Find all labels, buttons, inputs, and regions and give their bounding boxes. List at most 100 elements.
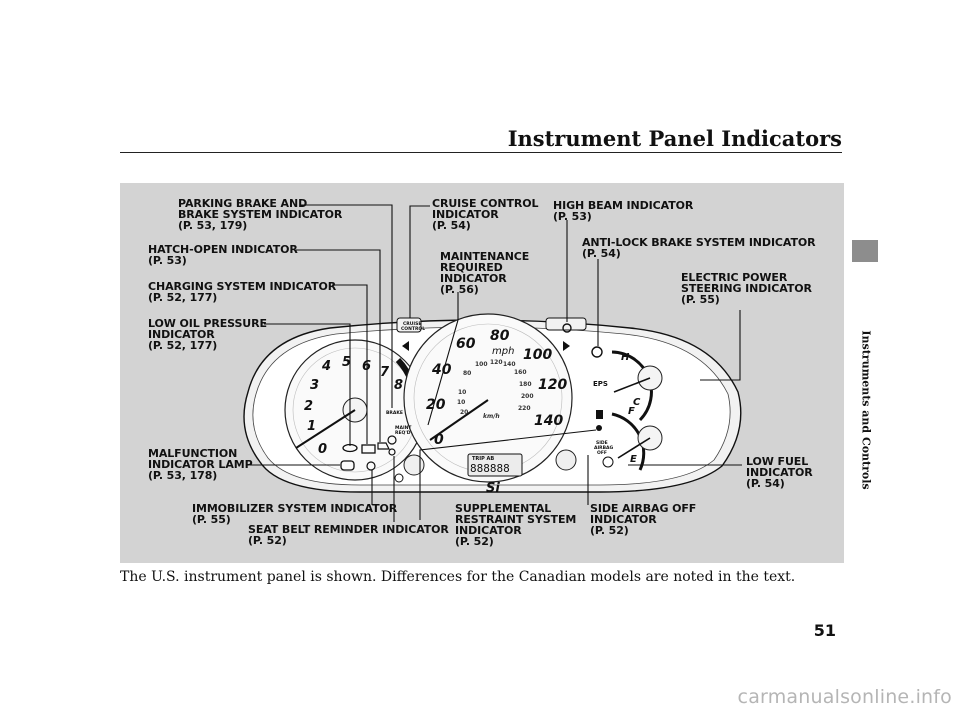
callout-immobilizer: IMMOBILIZER SYSTEM INDICATOR(P. 55) — [192, 502, 398, 526]
trip-label: TRIP AB — [472, 456, 494, 462]
callout-abs: ANTI-LOCK BRAKE SYSTEM INDICATOR(P. 54) — [582, 236, 816, 260]
leader-parking-brake — [300, 204, 393, 408]
kmh-num: 20 — [460, 409, 468, 416]
tach-num: 3 — [310, 378, 319, 393]
leader-maintenance — [427, 292, 459, 426]
brake-icon — [387, 435, 397, 445]
temp-h: H — [621, 352, 630, 363]
hatch-icon — [377, 442, 390, 450]
leader-eps — [700, 310, 741, 381]
tach-numbers: 0 1 2 3 4 5 6 7 8 — [304, 355, 403, 457]
callout-seat-belt: SEAT BELT REMINDER INDICATOR(P. 52) — [248, 523, 449, 547]
right-knob — [555, 449, 577, 471]
temperature-gauge — [611, 350, 663, 422]
leader-low-oil — [264, 323, 351, 446]
cruise-arrow-left — [402, 341, 409, 351]
tach-num: 5 — [342, 355, 351, 370]
cruise-label-1: CRUISE — [403, 321, 421, 327]
seat-belt-icon — [388, 448, 396, 456]
si-badge: Si — [486, 481, 500, 496]
key-icon — [394, 473, 404, 483]
kmh-num: 180 — [519, 381, 532, 388]
kmh-num: 220 — [518, 405, 531, 412]
mph-num: 40 — [431, 362, 452, 378]
kmh-num: 160 — [514, 369, 527, 376]
fuel-e: E — [630, 454, 637, 465]
tach-num: 7 — [380, 365, 390, 380]
battery-icon — [361, 444, 376, 454]
watermark: carmanualsonline.info — [737, 686, 952, 708]
leader-srs — [419, 429, 597, 520]
kmh-num: 200 — [521, 393, 534, 400]
side-airbag-off-lamp — [602, 456, 614, 468]
abs-icon — [591, 346, 603, 358]
mph-num: 80 — [490, 328, 510, 344]
leader-charging — [332, 284, 368, 444]
odometer-digits: 888888 — [470, 462, 510, 475]
tach-needle — [295, 409, 356, 449]
eps-label: EPS — [593, 380, 608, 388]
side-airbag-label-1: SIDE — [596, 440, 608, 446]
kmh-numbers: 10 10 20 80 100 120 140 160 180 200 220 … — [457, 359, 534, 420]
mph-num: 120 — [538, 377, 567, 393]
leader-hatch-open — [296, 249, 381, 442]
kmh-num: 140 — [503, 361, 516, 368]
page-number: 51 — [813, 621, 836, 640]
temp-c: C — [633, 397, 641, 408]
kmh-num: 100 — [475, 361, 488, 368]
kmh-num: 10 — [457, 399, 465, 406]
maint-label-1: MAINT — [395, 425, 412, 431]
mph-num: 60 — [456, 336, 476, 352]
srs-icon — [596, 425, 602, 431]
speedometer — [403, 313, 573, 483]
kmh-num: 10 — [458, 389, 466, 396]
mph-num: 140 — [534, 413, 563, 429]
callout-hatch-open: HATCH-OPEN INDICATOR(P. 53) — [148, 243, 298, 267]
leader-lines — [250, 204, 742, 522]
tach-num: 2 — [304, 399, 313, 414]
tach-num: 0 — [318, 442, 327, 457]
header-rule — [120, 152, 842, 153]
odometer-display — [467, 453, 523, 477]
brake-label: BRAKE — [386, 410, 403, 416]
kmh-unit: km/h — [483, 413, 500, 420]
mph-unit: mph — [492, 346, 514, 357]
maint-label-2: REQ'D — [395, 430, 411, 436]
fuel-f: F — [628, 406, 635, 417]
fuel-gauge — [611, 412, 663, 471]
kmh-num: 120 — [490, 359, 503, 366]
leader-cruise — [409, 205, 430, 318]
kmh-num: 80 — [463, 370, 471, 377]
fuel-pump-icon — [596, 410, 603, 419]
side-airbag-label-2: AIRBAG — [594, 445, 614, 451]
mph-num: 0 — [434, 432, 444, 448]
speedo-needle — [429, 399, 489, 441]
mph-num: 20 — [426, 397, 446, 413]
callout-high-beam: HIGH BEAM INDICATOR(P. 53) — [553, 199, 694, 223]
malfunction-icon — [340, 460, 355, 471]
section-tab — [852, 240, 878, 262]
tach-num: 4 — [321, 359, 331, 374]
cruise-label-2: CONTROL — [401, 326, 425, 332]
tach-num: 8 — [394, 378, 403, 393]
mph-numbers: 0 20 40 60 80 100 120 140 mph — [426, 328, 567, 448]
left-knob — [403, 454, 425, 476]
figure-caption: The U.S. instrument panel is shown. Diff… — [120, 569, 796, 585]
callout-charging: CHARGING SYSTEM INDICATOR(P. 52, 177) — [148, 280, 337, 304]
page-title: Instrument Panel Indicators — [507, 126, 842, 151]
cruise-arrow-right — [563, 341, 570, 351]
tach-num: 6 — [362, 359, 371, 374]
tach-num: 1 — [307, 419, 316, 434]
immobilizer-icon — [366, 461, 376, 471]
housing-notch-left — [396, 317, 422, 333]
